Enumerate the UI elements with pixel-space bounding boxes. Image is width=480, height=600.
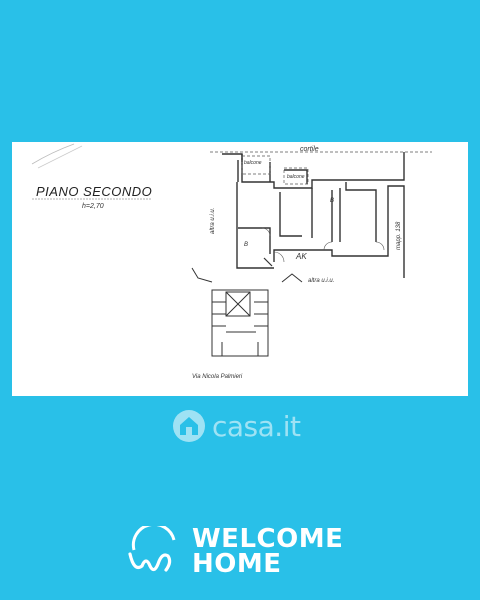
label-balcone-right: balcone	[287, 174, 305, 180]
label-altra-uiu-left: altra u.i.u.	[210, 207, 216, 234]
plan-height-note: h=2,70	[82, 203, 104, 210]
casa-it-watermark: casa.it	[172, 408, 301, 444]
brand-line-2: HOME	[192, 549, 282, 579]
label-bath-2: B	[244, 242, 249, 248]
label-room-ak: AK	[296, 252, 307, 261]
welcome-w-icon	[128, 526, 176, 572]
welcome-home-logo: WELCOME HOME	[124, 526, 343, 578]
label-street: Via Nicola Palmieri	[192, 374, 243, 380]
floorplan-image: PIANO SECONDO h=2,70 cortile balcone bal…	[12, 142, 468, 396]
label-bath-1: B	[330, 198, 335, 204]
label-cortile: cortile	[300, 146, 319, 153]
label-mapp: mapp. 138	[396, 221, 402, 250]
label-balcone-left: balcone	[244, 160, 262, 166]
label-altra-uiu-bottom: altra u.i.u.	[308, 278, 335, 284]
brand-text: WELCOME HOME	[192, 524, 344, 579]
house-icon	[173, 410, 205, 442]
plan-title: PIANO SECONDO	[36, 184, 153, 199]
watermark-text: casa.it	[212, 409, 301, 443]
floorplan-drawing	[31, 143, 432, 357]
brand-line-1: WELCOME	[192, 524, 344, 554]
